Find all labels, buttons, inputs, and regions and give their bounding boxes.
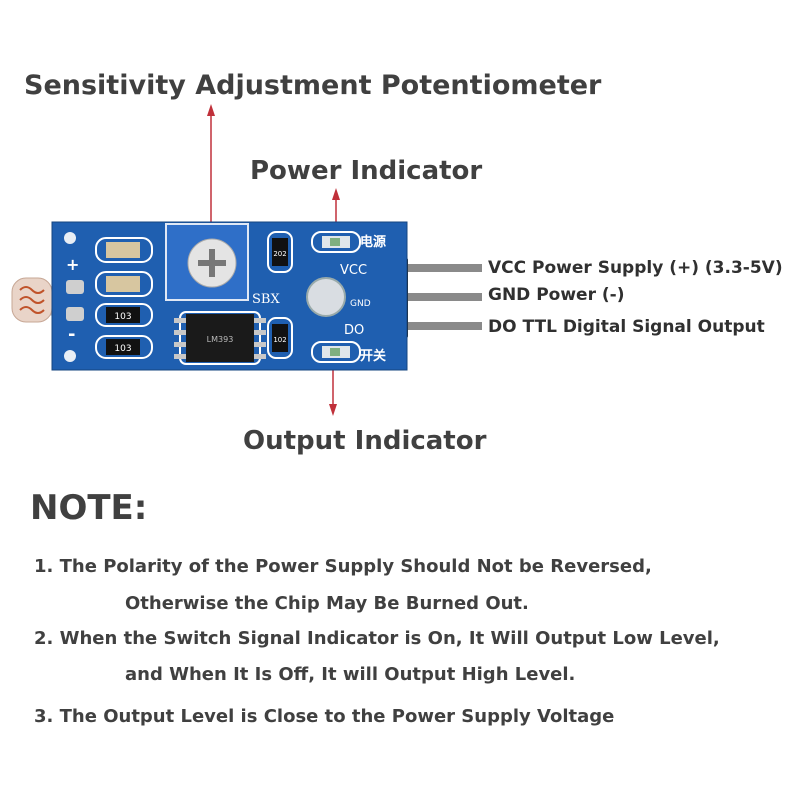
note-item-2-line-1: 2. When the Switch Signal Indicator is O… <box>34 628 720 649</box>
potentiometer-arrow <box>207 104 215 225</box>
svg-text:103: 103 <box>114 344 131 354</box>
gnd-marking: GND <box>350 299 371 309</box>
output-indicator-label: Output Indicator <box>243 426 487 456</box>
switch-cn-marking: 开关 <box>360 348 386 364</box>
capacitor-1 <box>95 237 153 263</box>
mounting-hole-center <box>306 277 346 317</box>
do-pin-label: DO TTL Digital Signal Output <box>488 317 765 337</box>
plus-marking: + <box>66 255 79 274</box>
note-item-1-line-1: 1. The Polarity of the Power Supply Shou… <box>34 556 652 577</box>
sensor-pads <box>66 280 84 321</box>
svg-text:LM393: LM393 <box>207 335 234 344</box>
gnd-pin-label: GND Power (-) <box>488 285 625 305</box>
note-item-1-line-2: Otherwise the Chip May Be Burned Out. <box>125 593 529 614</box>
note-title: NOTE: <box>30 488 148 528</box>
note-item-3: 3. The Output Level is Close to the Powe… <box>34 706 615 727</box>
comparator-chip: LM393 <box>174 311 266 365</box>
svg-text:202: 202 <box>273 250 286 258</box>
vcc-marking: VCC <box>340 263 367 278</box>
note-item-2-line-2: and When It Is Off, It will Output High … <box>125 664 576 685</box>
do-marking: DO <box>344 323 364 338</box>
minus-marking: - <box>68 324 75 345</box>
power-cn-marking: 电源 <box>360 234 386 250</box>
mounting-hole-left-bottom <box>64 350 76 362</box>
svg-text:103: 103 <box>114 312 131 322</box>
mounting-hole-left <box>64 232 76 244</box>
svg-text:102: 102 <box>273 336 286 344</box>
sbx-marking: SBX <box>252 292 280 307</box>
vcc-pin-label: VCC Power Supply (+) (3.3-5V) <box>488 258 783 278</box>
power-indicator-label: Power Indicator <box>250 156 483 186</box>
resistor-102: 102 <box>267 317 293 359</box>
sensor-module-illustration: + - 103 103 LM393 <box>11 104 482 416</box>
output-led <box>311 341 361 363</box>
resistor-202: 202 <box>267 231 293 273</box>
power-led <box>311 231 361 253</box>
resistor-103-a: 103 <box>95 303 153 327</box>
resistor-103-b: 103 <box>95 335 153 359</box>
potentiometer <box>165 223 249 301</box>
capacitor-2 <box>95 271 153 297</box>
potentiometer-label: Sensitivity Adjustment Potentiometer <box>24 70 602 101</box>
